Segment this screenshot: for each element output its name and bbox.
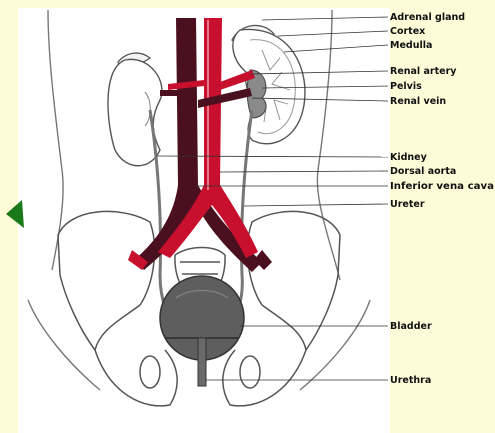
label-adrenal-gland: Adrenal gland xyxy=(390,12,465,23)
label-pelvis: Pelvis xyxy=(390,81,422,92)
label-kidney: Kidney xyxy=(390,152,428,163)
label-dorsal-aorta: Dorsal aorta xyxy=(390,166,456,177)
kidney-left xyxy=(108,59,162,165)
label-inferior-vena-cava: Inferior vena cava xyxy=(390,181,494,192)
urethra xyxy=(198,338,206,386)
renal-vein-left xyxy=(160,90,178,96)
label-bladder: Bladder xyxy=(390,321,432,332)
label-renal-vein: Renal vein xyxy=(390,96,446,107)
label-renal-artery: Renal artery xyxy=(390,66,457,77)
label-urethra: Urethra xyxy=(390,375,431,386)
label-ureter: Ureter xyxy=(390,199,425,210)
label-medulla: Medulla xyxy=(390,40,432,51)
label-cortex: Cortex xyxy=(390,26,425,37)
